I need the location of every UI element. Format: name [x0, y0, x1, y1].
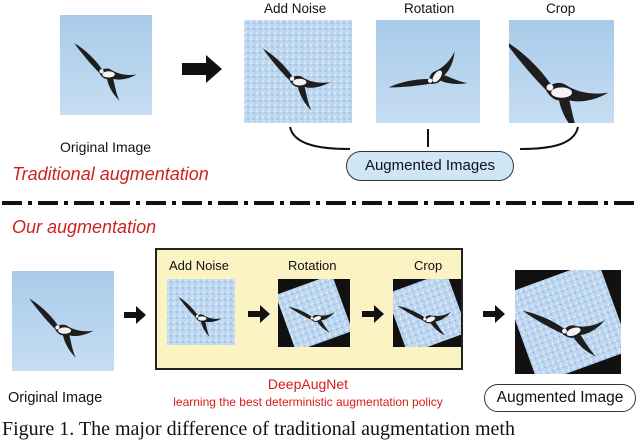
- arrow-icon: [361, 304, 385, 329]
- rotation-image-top: [376, 20, 480, 123]
- augmented-image-pill: Augmented Image: [484, 384, 636, 412]
- crop-image-bottom: [393, 279, 461, 347]
- add-noise-label-top: Add Noise: [264, 1, 327, 16]
- crop-label-top: Crop: [546, 1, 576, 16]
- original-image-top: [60, 15, 152, 115]
- augmented-images-pill: Augmented Images: [346, 151, 514, 181]
- deepaugnet-description: learning the best deterministic augmenta…: [173, 395, 443, 409]
- noise-image-top: [244, 20, 352, 123]
- original-image-bottom: [12, 271, 114, 371]
- section-divider: [2, 201, 638, 205]
- original-image-label-bottom: Original Image: [8, 390, 103, 406]
- add-noise-label-bottom: Add Noise: [169, 258, 229, 273]
- crop-label-bottom: Crop: [414, 258, 443, 273]
- rotation-label-top: Rotation: [404, 1, 455, 16]
- rotation-image-bottom: [278, 279, 350, 347]
- arrow-icon: [180, 54, 224, 89]
- figure-caption: Figure 1. The major difference of tradit…: [2, 418, 515, 440]
- deepaugnet-name: DeepAugNet: [267, 376, 349, 392]
- traditional-augmentation-title: Traditional augmentation: [12, 164, 209, 184]
- original-image-label-top: Original Image: [60, 139, 152, 155]
- arrow-icon: [247, 304, 271, 329]
- our-augmentation-title: Our augmentation: [12, 217, 157, 237]
- noise-image-bottom: [167, 279, 235, 345]
- arrow-icon: [123, 305, 147, 330]
- rotation-label-bottom: Rotation: [288, 258, 337, 273]
- arrow-icon: [482, 304, 506, 329]
- connector-lines: [289, 126, 579, 150]
- crop-image-top: [509, 20, 614, 123]
- final-augmented-image: [515, 270, 621, 374]
